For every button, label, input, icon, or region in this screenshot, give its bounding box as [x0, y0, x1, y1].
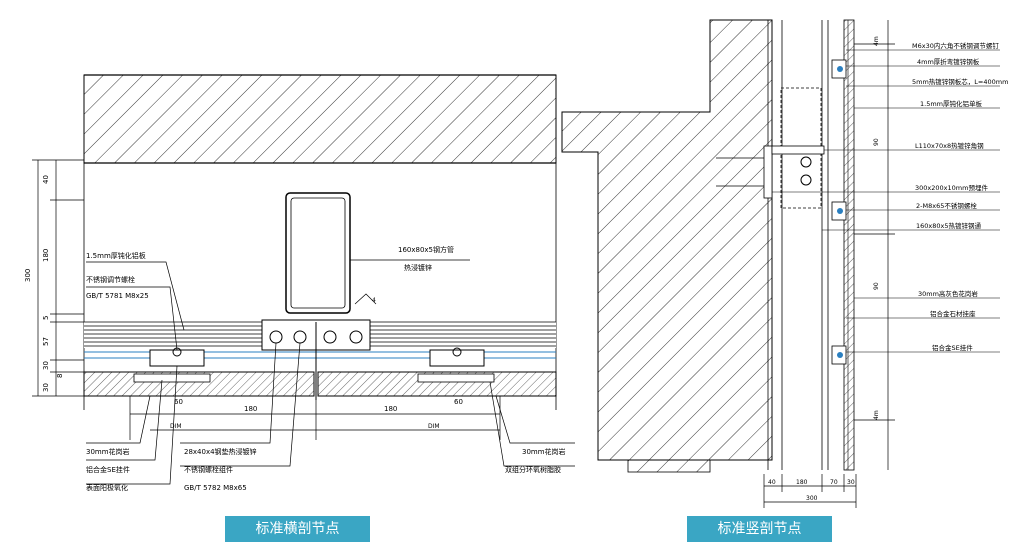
label-steel-pad: 28x40x4钢垫热浸镀锌 — [184, 447, 257, 456]
label-anodized: 表面阳极氧化 — [86, 483, 128, 492]
label-aluminum-panel: 1.5mm厚钝化铝板 — [86, 251, 146, 260]
dim-total: 300 — [24, 269, 32, 282]
label-se-hanger-right: 铝合金SE挂件 — [932, 343, 973, 352]
width-1: 180 — [244, 405, 257, 413]
label-bolt-spec: GB/T 5782 M8x65 — [184, 484, 247, 492]
granite-cladding — [843, 19, 855, 471]
dim-label-1: DIM — [170, 423, 182, 430]
bolt — [800, 156, 812, 168]
dim-label-2: DIM — [428, 423, 440, 430]
label-grey-granite: 30mm高灰色花岗岩 — [918, 289, 978, 298]
dim-5: 30 — [42, 361, 50, 370]
dim-v1: 90 — [873, 138, 880, 146]
weld-mark: 4 — [372, 297, 376, 304]
label-adjust-bolt-spec: GB/T 5781 M8x25 — [86, 292, 149, 300]
dim-2: 180 — [42, 249, 50, 262]
label-granite-left: 30mm花岗岩 — [86, 447, 130, 456]
label-stone-seat: 铝合金石材挂座 — [930, 309, 976, 318]
vertical-section: 4m 90 90 4m 40 180 70 30 300 — [561, 19, 1008, 508]
width-4: 60 — [454, 398, 463, 406]
bolt — [800, 174, 812, 186]
label-bent-plate: 4mm厚折弯镀锌钢板 — [917, 57, 980, 66]
label-adjust-screw: M6x30内六角不锈钢调节螺钉 — [912, 41, 999, 50]
dim-bottom: 4m — [873, 410, 880, 420]
label-epoxy: 双组分环氧树脂胶 — [505, 465, 561, 474]
se-hanger-right — [429, 349, 485, 367]
label-se-hanger: 铝合金SE挂件 — [86, 465, 130, 474]
dim-3: 5 — [42, 316, 50, 320]
dim-top: 4m — [873, 36, 880, 46]
label-hot-dip: 热浸镀锌 — [404, 263, 432, 272]
dim-6: 8 — [56, 374, 64, 378]
dim-b2: 180 — [796, 479, 808, 486]
embed-plate — [763, 145, 773, 199]
label-granite-right: 30mm花岗岩 — [522, 447, 566, 456]
bolt — [323, 330, 337, 344]
concrete-slab — [83, 74, 557, 164]
dim-b4: 30 — [847, 479, 855, 486]
caption-horizontal-section: 标准横剖节点 — [225, 516, 370, 542]
se-hanger-left — [149, 349, 205, 367]
width-3: 60 — [174, 398, 183, 406]
width-2: 180 — [384, 405, 397, 413]
label-ss-bolts: 2-M8x65不锈钢螺栓 — [916, 201, 977, 210]
dim-b-total: 300 — [806, 495, 818, 502]
steel-square-tube — [285, 192, 351, 314]
label-channel: 160x80x5热镀锌钢通 — [916, 221, 982, 230]
label-embed: 300x200x10mm预埋件 — [915, 183, 988, 192]
horizontal-section: 300 40 180 5 57 30 8 30 180 180 60 60 DI… — [24, 74, 575, 492]
caption-vertical-section: 标准竖剖节点 — [687, 516, 832, 542]
concrete-wall — [561, 19, 773, 461]
label-plate-core: 5mm热镀锌钢板芯，L=400mm — [912, 77, 1008, 86]
label-adjust-bolt: 不锈钢调节螺栓 — [86, 275, 135, 284]
dim-7: 30 — [42, 383, 50, 392]
angle-steel — [771, 145, 825, 155]
label-square-tube: 160x80x5钢方管 — [398, 245, 454, 254]
dim-4: 57 — [42, 337, 50, 346]
dim-b3: 70 — [830, 479, 838, 486]
dim-1: 40 — [42, 175, 50, 184]
bolt — [349, 330, 363, 344]
dim-v2: 90 — [873, 282, 880, 290]
label-bolt-assembly: 不锈钢螺栓组件 — [184, 465, 233, 474]
dim-b1: 40 — [768, 479, 776, 486]
label-aluminum-sheet: 1.5mm厚钝化铝单板 — [920, 99, 983, 108]
label-angle-steel: L110x70x8热镀锌角钢 — [915, 141, 984, 150]
